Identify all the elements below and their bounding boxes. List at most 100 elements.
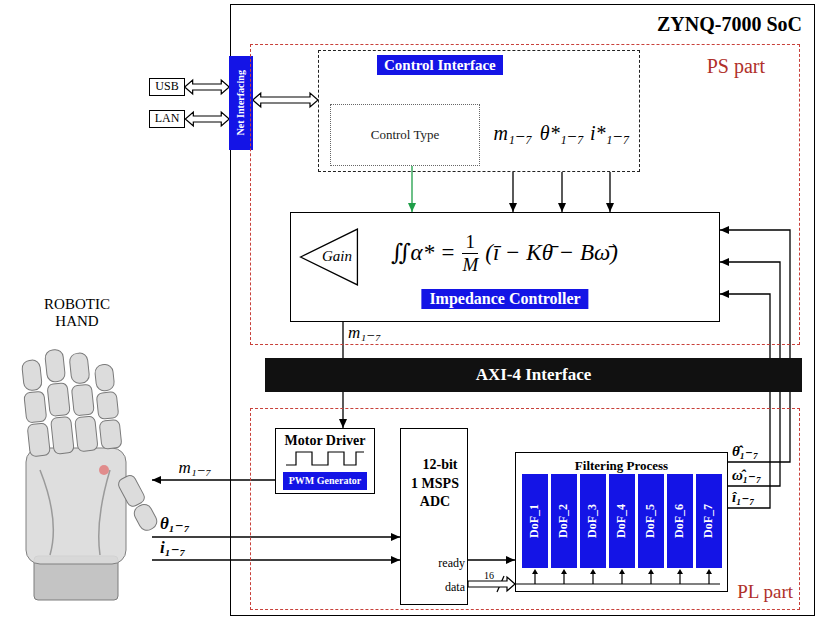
text-slot: DoF_1	[522, 474, 548, 568]
dof-feed-arrowhead	[677, 569, 683, 574]
node-label: Filtering Process	[575, 458, 668, 473]
dof-feed-arrowhead	[706, 569, 712, 574]
dof-filter-block: DoF_5	[638, 474, 664, 568]
dof-feed-line	[592, 573, 593, 584]
dof-filter-block: DoF_1	[522, 474, 548, 568]
signal-label: m₁₋₇	[348, 323, 381, 342]
node-label: DoF_7	[702, 504, 716, 538]
hand-thumb-segment	[131, 502, 159, 533]
control-interface-box: Control Type Control Interface	[318, 50, 640, 172]
dof-filter-block: DoF_7	[696, 474, 722, 568]
node-label: Control Interface	[384, 57, 496, 73]
net-interface-block: Net Interfacing	[229, 56, 253, 150]
text-slot: ω̂₁₋₇	[732, 466, 761, 484]
text-slot: î₁₋₇	[732, 488, 755, 506]
text-slot: Control Type	[331, 105, 479, 165]
dof-filter-block: DoF_6	[667, 474, 693, 568]
arrowhead	[391, 556, 400, 564]
hand-finger-segment	[96, 391, 119, 419]
text-slot: DoF_2	[551, 474, 577, 568]
node-label: (ī − Kθ̄ − Bω̄)	[485, 240, 618, 265]
ps-region: Control Type Control InterfaceGainImpedan…	[250, 44, 800, 345]
signal-label: data	[445, 580, 465, 594]
signal-connector	[253, 93, 318, 107]
text-slot: (ī − Kθ̄ − Bω̄)	[485, 240, 618, 266]
node-label: Net Interfacing	[235, 70, 247, 135]
text-slot: Gain	[300, 228, 358, 286]
text-slot: m₁₋₇	[494, 122, 533, 145]
node-label: M	[462, 254, 478, 275]
pwm-waveform-symbol	[286, 452, 364, 465]
hand-thumb-segment	[116, 473, 146, 508]
arrowhead	[408, 203, 416, 212]
hand-finger-segment	[71, 384, 94, 416]
arrowhead	[720, 290, 729, 298]
dof-feed-line	[679, 573, 680, 584]
node-label: PWM Generator	[289, 475, 361, 487]
hand-finger-segment	[99, 419, 122, 449]
hand-finger-segment	[75, 416, 98, 452]
node-label: ∬α* =	[391, 240, 455, 265]
text-slot: DoF_7	[696, 474, 722, 568]
text-slot: ∬α* =	[391, 240, 455, 266]
text-slot: ZYNQ-7000 SoC	[657, 13, 802, 36]
node-label: LAN	[155, 112, 180, 126]
dof-bus-line	[515, 583, 720, 584]
pwm-generator-block: PWM Generator	[283, 472, 367, 490]
hand-finger-segment	[51, 416, 75, 454]
signal-connector	[185, 80, 230, 94]
hand-palm	[26, 448, 126, 564]
bus-width-label: 16	[484, 570, 494, 581]
header-bar: Control Interface	[377, 55, 503, 75]
signal-connector	[185, 112, 229, 126]
signal-connector	[468, 556, 515, 564]
node-label: 1	[466, 231, 476, 252]
node-label: AXI-4 Interface	[476, 365, 592, 385]
dof-feed-line	[650, 573, 651, 584]
node-label: DoF_6	[673, 504, 687, 538]
text-slot: DoF_6	[667, 474, 693, 568]
dof-feed-arrowhead	[561, 569, 567, 574]
text-slot: ROBOTIC HAND	[2, 296, 152, 331]
text-slot: i*₁₋₇	[590, 122, 630, 145]
node-label: 12-bit 1 MSPS ADC	[411, 457, 459, 509]
signal-connector	[152, 533, 400, 541]
node-label: DoF_4	[615, 504, 629, 538]
signal-connector	[152, 476, 275, 484]
lan-port-box: LAN	[149, 110, 186, 128]
signal-label: θ̂₁₋₇	[732, 443, 758, 459]
dof-feed-line	[563, 573, 564, 584]
hollow-arrow	[185, 80, 230, 94]
signal-label: î₁₋₇	[732, 489, 755, 505]
text-slot: USB	[150, 79, 183, 95]
axi-bus-band: AXI-4 Interface	[265, 358, 802, 392]
signal-label: θ*₁₋₇	[540, 122, 584, 144]
node-label: Impedance Controller	[429, 290, 580, 307]
text-slot: Net Interfacing	[229, 56, 253, 150]
text-slot: PL part	[737, 581, 793, 603]
robotic-hand-illustration	[20, 344, 160, 600]
dof-filter-block: DoF_2	[551, 474, 577, 568]
signal-connector	[558, 172, 566, 212]
signal-label: ready	[438, 556, 465, 570]
dof-feed-arrowhead	[619, 569, 625, 574]
text-slot: DoF_5	[638, 474, 664, 568]
node-label: USB	[155, 80, 178, 94]
arrowhead	[339, 419, 347, 428]
filtering-process-box: DoF_1DoF_2DoF_3DoF_4DoF_5DoF_6DoF_7Filte…	[515, 452, 728, 592]
hollow-arrow	[253, 93, 318, 107]
dof-feed-arrowhead	[590, 569, 596, 574]
arrowhead	[152, 476, 161, 484]
arrowhead	[720, 258, 729, 266]
pl-region: PWM GeneratorMotor Driver 12-bit 1 MSPS A…	[250, 408, 800, 610]
node-label: ZYNQ-7000 SoC	[657, 13, 802, 35]
connector-line	[152, 536, 400, 537]
arrowhead	[391, 533, 400, 541]
node-label: DoF_1	[528, 504, 542, 538]
signal-connector	[152, 556, 400, 564]
signal-label: i*₁₋₇	[590, 122, 630, 144]
impedance-controller-box: GainImpedance Controller ∬α* = 1M (ī − Kθ̄ …	[290, 212, 720, 322]
hand-tendon	[40, 470, 53, 555]
motor-driver-box: PWM GeneratorMotor Driver	[275, 428, 375, 494]
